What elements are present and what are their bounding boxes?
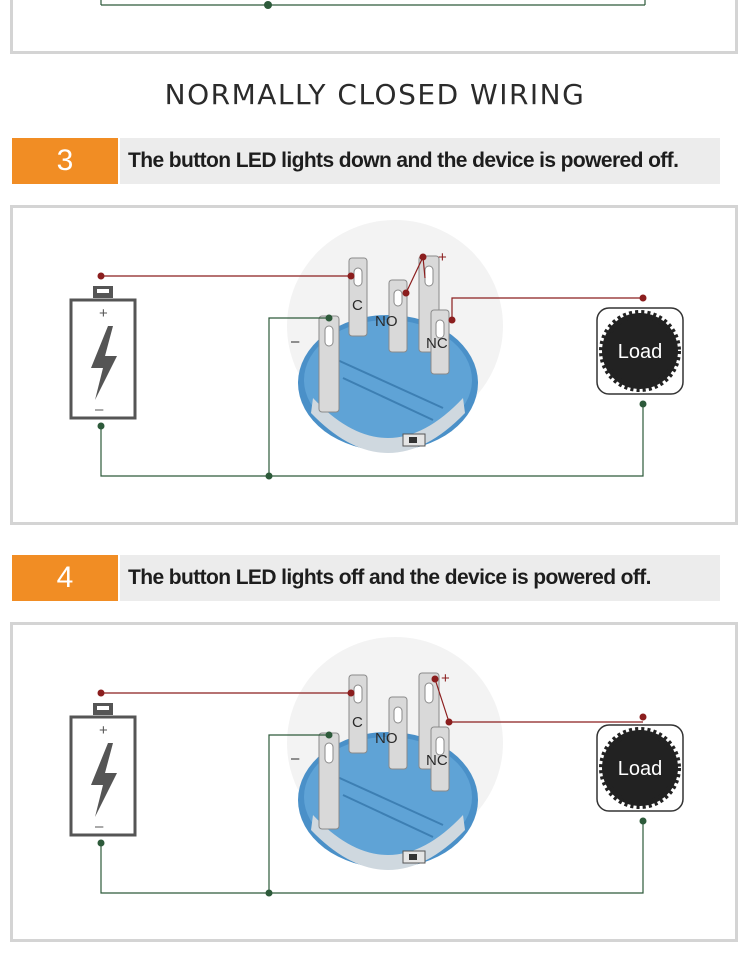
terminal-c-label: C [352, 297, 363, 314]
led-minus-label: – [291, 750, 300, 767]
step-3-wiring-diagram: C NO NC + – [69, 220, 684, 480]
battery-icon [69, 286, 137, 420]
step-4-number: 4 [12, 555, 118, 601]
terminal-no-label: NO [375, 730, 398, 747]
step-4-description: The button LED lights off and the device… [120, 555, 720, 601]
terminal-c-label: C [352, 714, 363, 731]
step-3-diagram-panel: C NO NC + – [10, 205, 738, 525]
step-3-bar: 3 The button LED lights down and the dev… [12, 138, 720, 184]
battery-minus-label: – [95, 818, 104, 835]
section-heading: NORMALLY CLOSED WIRING [164, 78, 586, 111]
step-4-diagram-panel: C NO NC + – [10, 622, 738, 942]
step-4-wiring-diagram: C NO NC + – [69, 637, 684, 897]
negative-wires [100, 734, 644, 894]
load-icon [596, 307, 684, 395]
load-label: Load [618, 341, 663, 363]
battery-minus-label: – [95, 401, 104, 418]
led-minus-label: – [291, 333, 300, 350]
terminal-nc-label: NC [426, 752, 448, 769]
step-4-bar: 4 The button LED lights off and the devi… [12, 555, 720, 601]
step-3-number: 3 [12, 138, 118, 184]
load-label: Load [618, 758, 663, 780]
load-icon [596, 724, 684, 812]
battery-plus-label: + [99, 722, 108, 739]
battery-plus-label: + [99, 305, 108, 322]
step-3-description: The button LED lights down and the devic… [120, 138, 720, 184]
terminal-no-label: NO [375, 313, 398, 330]
previous-diagram-wires [100, 0, 646, 9]
positive-wires [101, 678, 643, 723]
negative-wires [100, 317, 644, 477]
terminal-nc-label: NC [426, 335, 448, 352]
battery-icon [69, 703, 137, 837]
led-plus-label: + [438, 249, 447, 266]
led-plus-label: + [441, 670, 450, 687]
previous-diagram-panel [10, 0, 738, 54]
positive-wires [101, 256, 643, 320]
